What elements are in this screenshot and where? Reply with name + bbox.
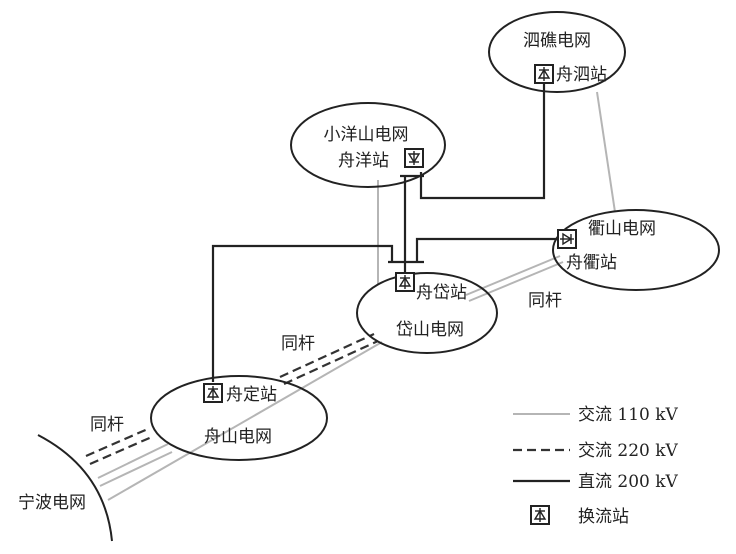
- ac110-line-ningbo-zhoushan-2: [99, 451, 173, 487]
- xiaoyangshan-grid-label: 小洋山电网: [324, 125, 409, 145]
- ac220-line-zhoushan-daishan-1: [279, 332, 375, 379]
- daishan-grid-ellipse: [356, 272, 498, 354]
- ac220-line-zhoushan-daishan-2: [283, 339, 379, 386]
- ac220-lines: [85, 332, 379, 466]
- zhoushan-grid-label: 舟山电网: [204, 427, 272, 447]
- zhouding-station-label: 舟定站: [226, 385, 277, 405]
- ningbo-grid-label: 宁波电网: [18, 493, 86, 513]
- zhouyang-station-label: 舟洋站: [338, 151, 389, 171]
- same-pole-label-daishan-qushan: 同杆: [528, 291, 562, 311]
- ac110-line-sijiao-qushan: [596, 91, 616, 213]
- legend-converter-icon: [530, 505, 550, 525]
- converter-station-icon-zhoudai: [395, 272, 415, 292]
- zhousi-station-label: 舟泗站: [556, 65, 607, 85]
- same-pole-label-zhoushan-daishan: 同杆: [281, 334, 315, 354]
- legend: 交流 110 kV 交流 220 kV 直流 200 kV 换流站: [513, 405, 679, 527]
- dc-line-sijiao-xiaoyangshan: [419, 82, 546, 200]
- xiaoyangshan-grid-ellipse: [290, 102, 446, 188]
- dc-line-zhoushan-daishan: [211, 244, 394, 382]
- ningbo-grid-arc: [37, 434, 113, 542]
- converter-station-icon-zhousi: [534, 64, 554, 84]
- ac220-line-ningbo-zhoushan-1: [85, 426, 151, 458]
- legend-ac110-label: 交流 110 kV: [578, 405, 679, 425]
- daishan-grid-label: 岱山电网: [396, 320, 464, 340]
- ac110-line-ningbo-zhoushan-1: [97, 443, 169, 479]
- legend-converter-label: 换流站: [578, 507, 629, 527]
- ac110-line-ningbo-daishan: [107, 341, 383, 501]
- ac220-line-ningbo-zhoushan-2: [89, 434, 155, 466]
- converter-station-icon-zhouding: [203, 383, 223, 403]
- zhoushan-grid-ellipse: [150, 375, 328, 461]
- sijiao-grid-ellipse: [488, 11, 626, 93]
- sijiao-grid-label: 泗礁电网: [523, 31, 591, 51]
- converter-station-icon-zhouqu: [557, 229, 577, 249]
- zhouqu-station-label: 舟衢站: [566, 252, 617, 273]
- ac110-line-daishan-qushan-1: [465, 255, 561, 296]
- dc-line-qushan-daishan: [415, 237, 558, 262]
- ac110-line-daishan-qushan-2: [468, 261, 564, 302]
- legend-ac220-label: 交流 220 kV: [578, 441, 679, 461]
- zhoudai-station-label: 舟岱站: [416, 283, 467, 303]
- same-pole-label-ningbo: 同杆: [90, 415, 124, 435]
- qushan-grid-ellipse: [552, 209, 720, 291]
- qushan-grid-label: 衢山电网: [588, 218, 656, 239]
- converter-station-icon-zhouyang: [404, 148, 424, 168]
- legend-dc200-label: 直流 200 kV: [578, 472, 679, 492]
